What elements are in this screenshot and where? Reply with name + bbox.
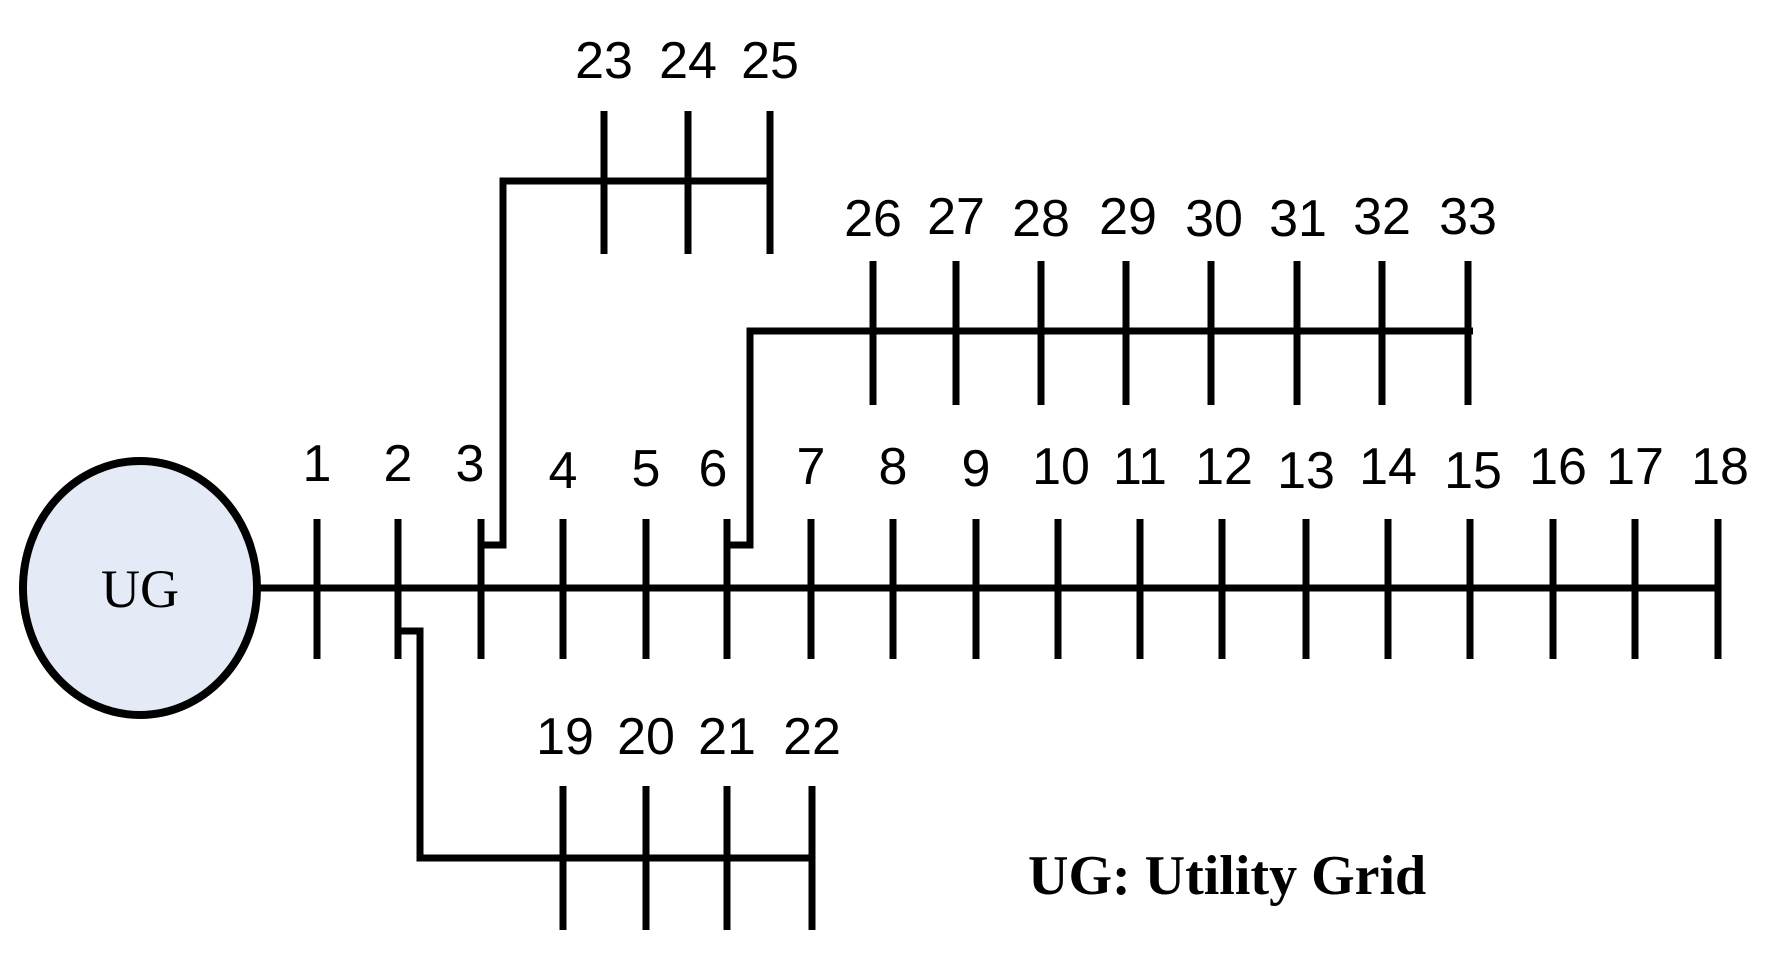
- bus-label-23: 23: [575, 32, 633, 90]
- bus-label-28: 28: [1012, 190, 1070, 248]
- bus-label-18: 18: [1691, 438, 1749, 496]
- bus-label-1: 1: [303, 435, 332, 493]
- bus-label-3: 3: [456, 435, 485, 493]
- bus-label-4: 4: [549, 442, 578, 500]
- bus-label-31: 31: [1269, 190, 1327, 248]
- utility-grid-node: UG: [19, 457, 261, 719]
- bus-label-33: 33: [1439, 188, 1497, 246]
- bus-label-27: 27: [927, 188, 985, 246]
- bus-label-12: 12: [1195, 438, 1253, 496]
- bus-label-21: 21: [698, 708, 756, 766]
- bus-label-8: 8: [879, 438, 908, 496]
- bus-label-9: 9: [962, 440, 991, 498]
- bus-label-5: 5: [632, 440, 661, 498]
- bus-label-20: 20: [617, 708, 675, 766]
- bus-label-17: 17: [1606, 438, 1664, 496]
- utility-grid-label: UG: [101, 559, 179, 619]
- bus-label-25: 25: [741, 32, 799, 90]
- bus-label-6: 6: [699, 440, 728, 498]
- bus-label-24: 24: [659, 32, 717, 90]
- feeder-lines: [257, 177, 1718, 862]
- bus-label-14: 14: [1359, 438, 1417, 496]
- bus-label-19: 19: [536, 708, 594, 766]
- legend-text: UG: Utility Grid: [1028, 845, 1426, 907]
- lateral-line-from-bus-2: [398, 627, 812, 862]
- bus-label-16: 16: [1529, 438, 1587, 496]
- bus-bars: [313, 111, 1722, 930]
- bus-label-11: 11: [1113, 438, 1167, 496]
- bus-label-29: 29: [1099, 188, 1157, 246]
- bus-label-13: 13: [1277, 442, 1335, 500]
- bus-label-7: 7: [797, 438, 826, 496]
- bus-label-30: 30: [1185, 190, 1243, 248]
- bus-label-32: 32: [1353, 188, 1411, 246]
- bus-label-2: 2: [384, 435, 413, 493]
- lateral-line-from-bus-6: [727, 327, 1473, 549]
- bus-label-22: 22: [783, 708, 841, 766]
- bus-label-15: 15: [1444, 442, 1502, 500]
- lateral-line-from-bus-3: [481, 177, 770, 549]
- bus-label-10: 10: [1032, 438, 1090, 496]
- bus-label-26: 26: [844, 190, 902, 248]
